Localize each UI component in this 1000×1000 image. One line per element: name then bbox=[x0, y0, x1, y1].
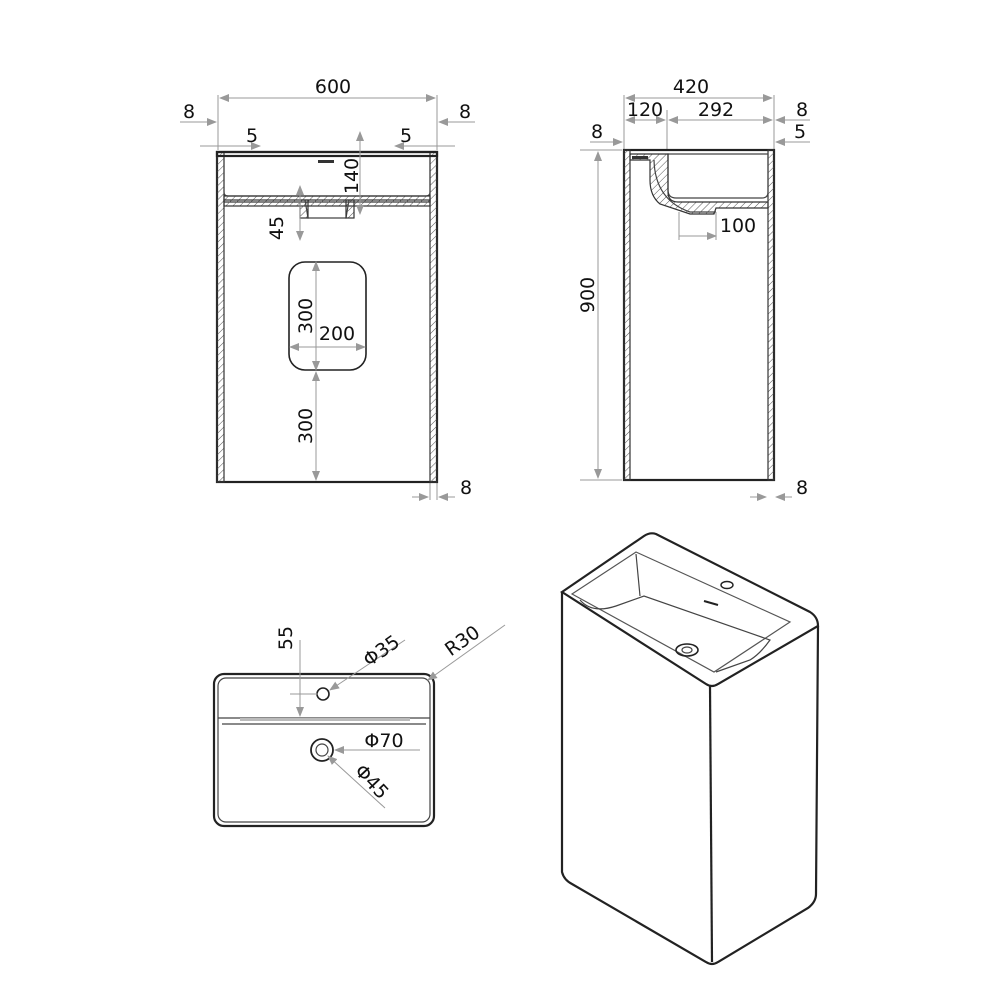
side-back-wall bbox=[623, 149, 631, 481]
front-opening-width-label: 200 bbox=[319, 323, 355, 345]
front-drain-height-label: 45 bbox=[266, 216, 288, 240]
side-front-rim-label: 5 bbox=[794, 121, 806, 143]
side-depth-label: 420 bbox=[673, 76, 709, 98]
side-right-wall-label: 8 bbox=[796, 99, 808, 121]
front-overflow bbox=[318, 160, 334, 163]
front-opening-floor-label: 300 bbox=[295, 408, 317, 444]
top-view: 55 Φ35 R30 Φ70 Φ45 bbox=[212, 621, 506, 828]
side-view: 420 120 292 8 8 5 100 900 bbox=[577, 76, 810, 501]
side-drain-offset-label: 100 bbox=[720, 215, 756, 237]
top-drain-outer bbox=[310, 738, 334, 762]
front-left-wall-label: 8 bbox=[183, 101, 195, 123]
perspective-front-edge bbox=[708, 685, 714, 963]
side-front-wall bbox=[767, 149, 775, 481]
perspective-drain bbox=[675, 643, 699, 657]
top-tap-hole-label: Φ35 bbox=[359, 631, 404, 671]
front-bottom-wall-label: 8 bbox=[460, 477, 472, 499]
top-drain-inner-label: Φ45 bbox=[350, 760, 393, 804]
front-left-rim-label: 5 bbox=[246, 125, 258, 147]
side-back-rim-label: 8 bbox=[591, 121, 603, 143]
side-basin bbox=[667, 153, 769, 199]
side-bottom-wall-label: 8 bbox=[796, 477, 808, 499]
front-access-opening bbox=[288, 261, 367, 371]
perspective-top-outline bbox=[560, 532, 820, 688]
front-view: 600 8 8 5 5 140 45 bbox=[180, 76, 475, 501]
perspective-body bbox=[560, 592, 820, 966]
top-drain-outer-label: Φ70 bbox=[364, 730, 403, 752]
top-drain-inner bbox=[315, 743, 329, 757]
front-right-rim-label: 5 bbox=[400, 125, 412, 147]
front-right-wall bbox=[429, 151, 438, 483]
perspective-view bbox=[560, 532, 820, 966]
front-basin-depth-label: 140 bbox=[341, 158, 363, 194]
side-overflow-channel bbox=[653, 159, 716, 213]
top-tap-offset-label: 55 bbox=[275, 626, 297, 650]
top-tap-hole bbox=[316, 687, 330, 701]
side-height-label: 900 bbox=[577, 277, 599, 313]
front-width-label: 600 bbox=[315, 76, 351, 98]
front-left-wall bbox=[216, 151, 225, 483]
side-back-section-label: 120 bbox=[627, 99, 663, 121]
perspective-tap-hole bbox=[720, 580, 734, 590]
side-basin-section-label: 292 bbox=[698, 99, 734, 121]
front-right-wall-label: 8 bbox=[459, 101, 471, 123]
front-opening-height-label: 300 bbox=[295, 298, 317, 334]
top-outline bbox=[212, 672, 436, 828]
side-body-outline bbox=[622, 148, 776, 482]
